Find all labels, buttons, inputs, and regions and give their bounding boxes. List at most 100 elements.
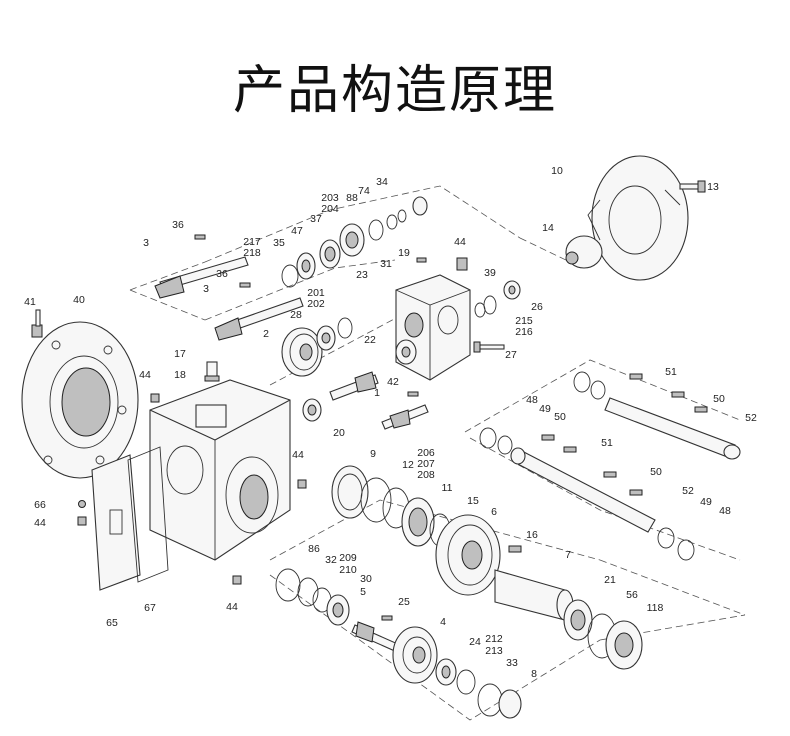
part-label-44e: 44: [226, 601, 238, 613]
output-shaft-52b: [510, 434, 656, 533]
part-label-52b: 52: [682, 485, 694, 497]
cover-118: [605, 620, 643, 670]
gearbox-housing-18: [149, 379, 291, 561]
part-label-34: 34: [376, 176, 388, 188]
gasket-67: [127, 446, 169, 583]
part-label-41: 41: [24, 296, 36, 308]
part-label-44d: 44: [34, 517, 46, 529]
ring-201: [337, 317, 353, 339]
part-label-7: 7: [565, 549, 571, 561]
part-label-15: 15: [467, 495, 479, 507]
bearing-20: [302, 398, 322, 422]
part-label-210: 210: [339, 564, 357, 576]
part-label-202: 202: [307, 298, 325, 310]
bearing-22: [395, 339, 417, 365]
part-label-50a: 50: [713, 393, 725, 405]
part-label-36b: 36: [216, 268, 228, 280]
part-label-49b: 49: [700, 496, 712, 508]
part-label-1: 1: [374, 387, 380, 399]
part-label-39: 39: [484, 267, 496, 279]
part-label-213: 213: [485, 645, 503, 657]
key-42: [407, 391, 419, 397]
part-label-20: 20: [333, 427, 345, 439]
part-label-201: 201: [307, 287, 325, 299]
part-label-206: 206: [417, 447, 435, 459]
part-label-13: 13: [707, 181, 719, 193]
part-label-23: 23: [356, 269, 368, 281]
part-label-50b: 50: [554, 411, 566, 423]
part-label-22: 22: [364, 334, 376, 346]
part-label-66: 66: [34, 499, 46, 511]
part-label-48b: 48: [719, 505, 731, 517]
keys-36: [194, 234, 251, 288]
part-label-215: 215: [515, 315, 533, 327]
part-label-19: 19: [398, 247, 410, 259]
part-label-44a: 44: [454, 236, 466, 248]
part-label-44c: 44: [292, 449, 304, 461]
part-label-40: 40: [73, 294, 85, 306]
part-label-10: 10: [551, 165, 563, 177]
part-label-33: 33: [506, 657, 518, 669]
part-label-217: 217: [243, 236, 261, 248]
ring-stack-9-15: [331, 465, 451, 547]
part-label-21: 21: [604, 574, 616, 586]
part-label-203: 203: [321, 192, 339, 204]
seal-rings-39-26: [474, 280, 521, 318]
part-label-51a: 51: [665, 366, 677, 378]
part-label-65: 65: [106, 617, 118, 629]
pinion-shaft-1: [329, 371, 429, 430]
part-label-52a: 52: [745, 412, 757, 424]
part-label-118: 118: [647, 602, 664, 614]
part-label-35: 35: [273, 237, 285, 249]
bearing-stack-top: [281, 196, 428, 288]
input-shaft-3b: [214, 297, 304, 341]
part-label-31: 31: [380, 258, 392, 270]
part-label-16: 16: [526, 529, 538, 541]
part-label-56: 56: [626, 589, 638, 601]
part-label-207: 207: [417, 458, 435, 470]
cover-plate-65: [91, 454, 141, 591]
part-label-2: 2: [263, 328, 269, 340]
gear-2: [281, 327, 323, 377]
part-label-5: 5: [360, 586, 366, 598]
part-label-48a: 48: [526, 394, 538, 406]
part-label-209: 209: [339, 552, 357, 564]
part-label-28: 28: [290, 309, 302, 321]
part-label-49a: 49: [539, 403, 551, 415]
circlips-48-49: [479, 371, 695, 561]
page-title: 产品构造原理: [232, 61, 557, 121]
part-label-6: 6: [491, 506, 497, 518]
part-label-218: 218: [243, 247, 261, 259]
part-label-51b: 51: [601, 437, 613, 449]
circlip-86: [275, 568, 301, 602]
part-label-204: 204: [321, 203, 339, 215]
bearing-24: [435, 658, 457, 686]
flange-40: [21, 321, 139, 479]
part-label-14: 14: [542, 222, 554, 234]
hollow-shaft-7: [494, 569, 574, 621]
part-label-208: 208: [417, 469, 435, 481]
bearing-28: [316, 325, 336, 351]
output-shaft-52a: [604, 373, 741, 460]
pinion-5: [351, 621, 401, 653]
key-16: [508, 545, 522, 553]
adapter-flange-10: [587, 155, 689, 281]
part-label-8: 8: [531, 668, 537, 680]
part-label-216: 216: [515, 326, 533, 338]
bearing-30: [326, 594, 350, 626]
small-plugs-44: [77, 257, 468, 585]
key-25: [381, 615, 393, 621]
part-label-11: 11: [442, 482, 453, 494]
part-label-4: 4: [440, 616, 446, 628]
part-label-36a: 36: [172, 219, 184, 231]
part-label-26: 26: [531, 301, 543, 313]
part-label-44b: 44: [139, 369, 151, 381]
bolt-41: [31, 309, 43, 338]
breather-plug-17: [204, 361, 220, 382]
gear-6: [435, 514, 501, 596]
part-label-74: 74: [358, 185, 370, 197]
part-label-212: 212: [485, 633, 503, 645]
ring-32-209: [297, 577, 332, 613]
part-label-12: 12: [402, 459, 414, 471]
